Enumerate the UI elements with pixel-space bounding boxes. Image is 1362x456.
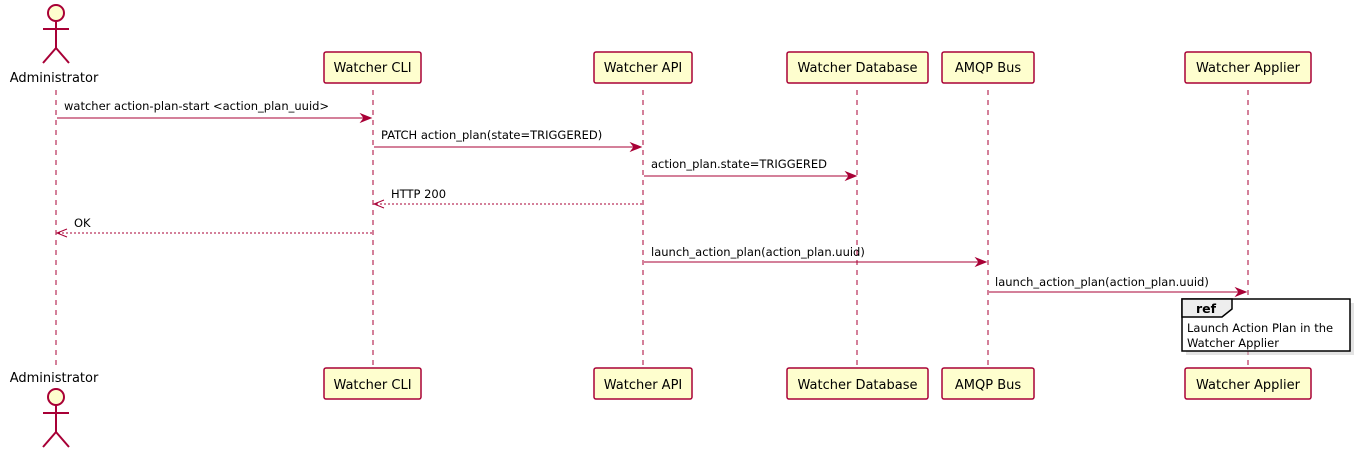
participant-label-watcher-cli: Watcher CLI xyxy=(333,378,411,393)
arrow-head-icon xyxy=(55,228,68,238)
participant-box xyxy=(593,51,693,84)
actor-body-icon xyxy=(42,21,70,64)
message-label: OK xyxy=(74,216,91,230)
participant-watcher-cli-bottom: Watcher CLI xyxy=(323,367,422,400)
participant-watcher-applier-bottom: Watcher Applier xyxy=(1184,367,1312,400)
message-3: action_plan.state=TRIGGERED xyxy=(644,157,858,182)
arrow-head-icon xyxy=(629,141,643,153)
participant-box xyxy=(786,51,929,84)
participant-label-watcher-database: Watcher Database xyxy=(798,378,918,393)
participant-label-watcher-cli: Watcher CLI xyxy=(333,61,411,76)
message-label: action_plan.state=TRIGGERED xyxy=(651,157,827,171)
ref-frame: ref Launch Action Plan in the Watcher Ap… xyxy=(1181,298,1354,355)
arrow-head-icon xyxy=(372,199,385,209)
participant-label-watcher-database: Watcher Database xyxy=(798,61,918,76)
actor-body-icon xyxy=(42,405,70,448)
message-label: PATCH action_plan(state=TRIGGERED) xyxy=(381,128,602,142)
participant-box xyxy=(1184,367,1312,400)
participant-watcher-applier-top: Watcher Applier xyxy=(1184,51,1312,84)
arrow-head-icon xyxy=(974,256,988,268)
participant-label-watcher-applier: Watcher Applier xyxy=(1196,61,1301,76)
message-label: launch_action_plan(action_plan.uuid) xyxy=(995,275,1209,289)
participant-watcher-database-bottom: Watcher Database xyxy=(786,367,929,400)
ref-tab xyxy=(1181,298,1233,318)
arrow-head-icon xyxy=(359,112,373,124)
participant-amqp-bus-bottom: AMQP Bus xyxy=(941,367,1035,400)
participant-box xyxy=(323,51,422,84)
participant-box xyxy=(593,367,693,400)
arrow-head-icon xyxy=(844,170,858,182)
participant-label-watcher-applier: Watcher Applier xyxy=(1196,378,1301,393)
message-label: launch_action_plan(action_plan.uuid) xyxy=(651,245,865,259)
participant-label-administrator: Administrator xyxy=(10,71,99,86)
actor-administrator-bottom: Administrator xyxy=(10,371,99,448)
participant-watcher-cli-top: Watcher CLI xyxy=(323,51,422,84)
message-label: watcher action-plan-start <action_plan_u… xyxy=(64,99,329,113)
ref-text-line-2: Watcher Applier xyxy=(1187,336,1279,350)
ref-text-line-1: Launch Action Plan in the xyxy=(1187,321,1333,335)
message-2: PATCH action_plan(state=TRIGGERED) xyxy=(374,128,643,153)
message-5: OK xyxy=(55,216,372,238)
message-6: launch_action_plan(action_plan.uuid) xyxy=(644,245,988,268)
participant-watcher-api-top: Watcher API xyxy=(593,51,693,84)
lifelines xyxy=(55,90,1249,368)
actor-administrator-top: Administrator xyxy=(10,4,99,86)
message-label: HTTP 200 xyxy=(391,187,446,201)
actor-head-icon xyxy=(47,4,65,22)
message-1: watcher action-plan-start <action_plan_u… xyxy=(57,99,373,124)
ref-title: ref xyxy=(1196,301,1217,316)
arrow-head-icon xyxy=(1234,286,1248,298)
participant-label-watcher-api: Watcher API xyxy=(604,378,683,393)
actor-head-icon xyxy=(47,388,65,406)
participant-label-administrator: Administrator xyxy=(10,371,99,386)
participant-box xyxy=(323,367,422,400)
participant-box xyxy=(1184,51,1312,84)
participant-label-watcher-api: Watcher API xyxy=(604,61,683,76)
message-4: HTTP 200 xyxy=(372,187,642,209)
participant-watcher-api-bottom: Watcher API xyxy=(593,367,693,400)
participant-box xyxy=(786,367,929,400)
participant-amqp-bus-top: AMQP Bus xyxy=(941,51,1035,84)
participant-label-amqp-bus: AMQP Bus xyxy=(955,378,1021,393)
message-7: launch_action_plan(action_plan.uuid) xyxy=(989,275,1248,298)
participant-label-amqp-bus: AMQP Bus xyxy=(955,61,1021,76)
participant-box xyxy=(941,51,1035,84)
participant-watcher-database-top: Watcher Database xyxy=(786,51,929,84)
participant-box xyxy=(941,367,1035,400)
